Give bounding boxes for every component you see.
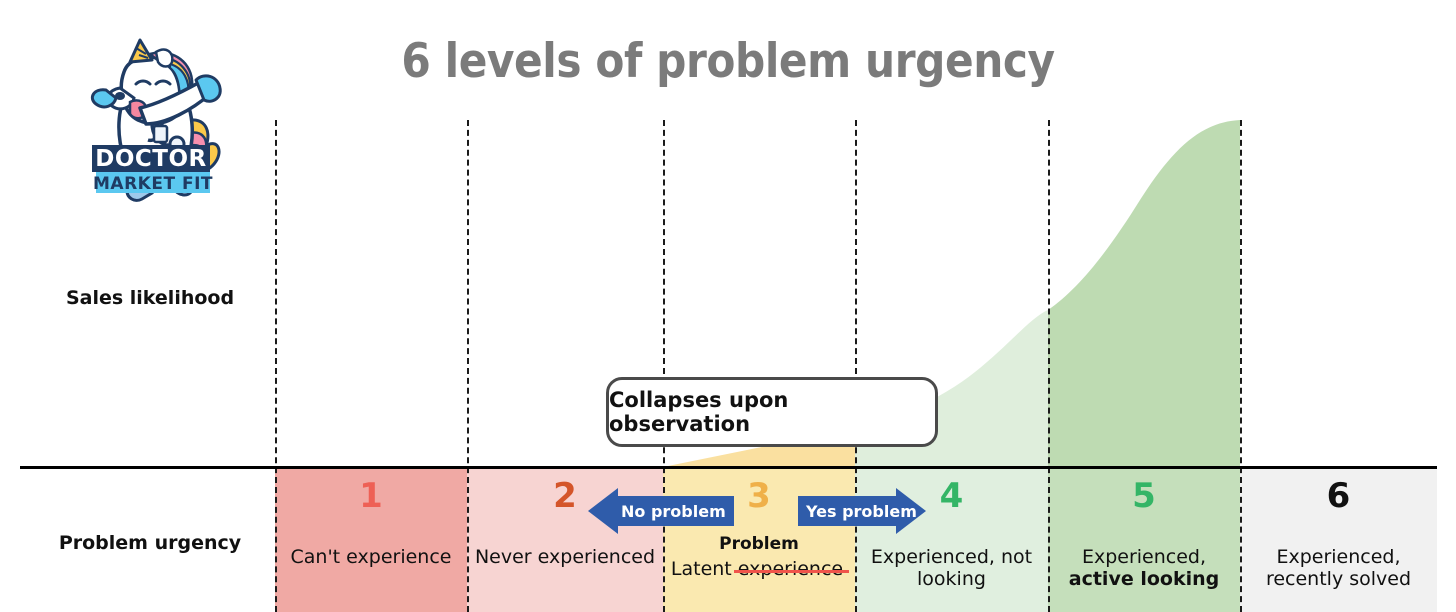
band-level-1 [275,469,467,612]
level-desc-2: Never experienced [474,546,656,568]
no-problem-arrow-label: No problem [621,501,726,521]
level-desc-6-line2: recently solved [1265,568,1412,591]
divider-2 [467,120,469,612]
level-desc-3: Latent experience [657,558,857,580]
level-number-3: 3 [747,476,771,516]
level-number-6: 6 [1326,476,1351,516]
level-desc-5: Experienced,active looking [1048,546,1240,591]
band-level-2 [467,469,663,612]
level-desc-5-line1: Experienced, [1081,546,1207,568]
logo-line1: DOCTOR [95,146,206,172]
y-axis-label: Sales likelihood [65,287,235,309]
band-level-5 [1048,469,1240,612]
divider-6 [1240,120,1242,612]
level-number-5: 5 [1132,476,1156,516]
band-level-3 [663,469,855,612]
axis-baseline [20,466,1437,469]
level-sub-3: Problem [719,534,799,554]
x-axis-label: Problem urgency [58,532,242,554]
level-number-4: 4 [939,476,964,516]
band-level-4 [855,469,1048,612]
level-desc-4-line1: Experienced, not [870,546,1033,568]
level-desc-6-line1: Experienced, [1276,546,1401,568]
level-desc-1: Can't experience [290,546,452,568]
page-title: 6 levels of problem urgency [401,34,1055,89]
divider-1 [275,120,277,612]
divider-4 [855,120,857,612]
level-desc-5-line2: active looking [1068,568,1220,591]
level-desc-3-struck: experience [733,558,850,580]
divider-3 [663,120,665,612]
level-number-2: 2 [553,476,577,516]
band-level-6 [1240,469,1437,612]
doctor-market-fit-logo: DOCTOR MARKET FIT [78,30,233,205]
callout-collapses-upon-observation: Collapses upon observation [606,377,938,447]
no-problem-arrow: No problem [588,488,734,534]
callout-text: Collapses upon observation [609,388,789,436]
level-desc-6: Experienced,recently solved [1240,546,1437,591]
divider-5 [1048,120,1050,612]
level-desc-4-line2: looking [917,568,986,591]
yes-problem-arrow: Yes problem [798,488,926,534]
logo-line2: MARKET FIT [93,174,213,194]
level-number-1: 1 [359,476,383,516]
level-desc-3-prefix: Latent [670,558,738,580]
yes-problem-arrow-label: Yes problem [806,501,917,521]
